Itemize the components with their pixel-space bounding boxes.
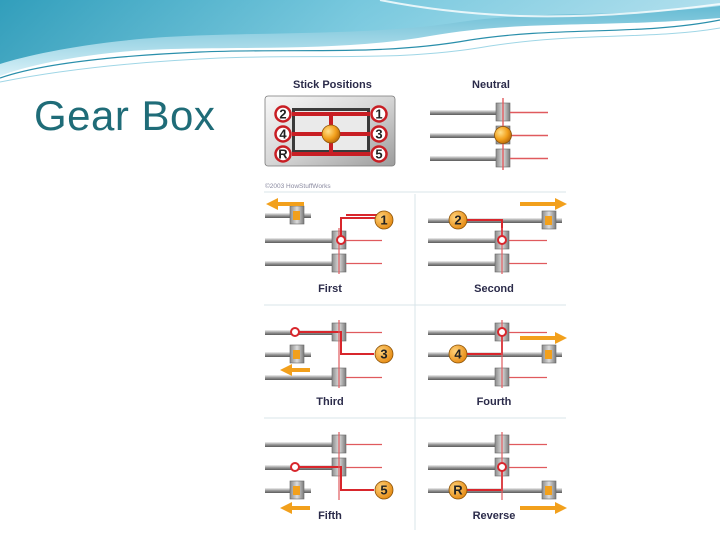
gear-marker-label: 3: [375, 127, 382, 142]
gear-indicator-label: 4: [454, 347, 462, 362]
shift-rod: [265, 442, 345, 447]
engaged-collar: [293, 486, 300, 495]
direction-arrow: [266, 198, 304, 210]
shift-rod: [430, 133, 510, 138]
engaged-collar: [293, 211, 300, 220]
gear-marker-label: 5: [375, 147, 382, 162]
direction-arrow: [280, 502, 310, 514]
second-gear-panel: 2 Second: [428, 198, 567, 295]
copyright-text: ©2003 HowStuffWorks: [265, 182, 331, 190]
engaged-collar: [545, 350, 552, 359]
panel-label-first: First: [318, 283, 342, 295]
stick-panel-title: Stick Positions: [293, 79, 372, 91]
selector-pin: [290, 327, 300, 337]
shift-rod: [428, 261, 508, 266]
gear-marker-r: [274, 145, 292, 163]
gearbox-diagram: Stick Positions 2 1 4 3 R: [262, 74, 568, 532]
engaged-collar: [293, 350, 300, 359]
selector-pin: [497, 327, 507, 337]
selector-pin: [290, 462, 300, 472]
gear-indicator-3: [374, 344, 394, 364]
shift-rod: [428, 465, 508, 470]
shift-rod: [428, 330, 508, 335]
panel-label-second: Second: [474, 283, 514, 295]
third-gear-panel: 3 Third: [265, 320, 394, 408]
gear-marker-5: [370, 145, 388, 163]
gear-marker-1: [370, 105, 388, 123]
gear-marker-label: 1: [375, 107, 382, 122]
shift-rod: [430, 110, 510, 115]
reverse-gear-panel: R Reverse: [428, 432, 567, 522]
gear-indicator-label: 3: [380, 347, 387, 362]
gear-marker-2: [274, 105, 292, 123]
direction-arrow: [520, 502, 567, 514]
gear-marker-3: [370, 125, 388, 143]
engaged-collar: [545, 486, 552, 495]
gear-indicator-1: [374, 210, 394, 230]
shift-rod: [265, 213, 311, 218]
shift-rod: [265, 488, 311, 493]
header-wave: [0, 0, 720, 83]
shift-knob: [321, 124, 341, 144]
shift-rod: [265, 261, 345, 266]
first-gear-panel: 1 First: [265, 198, 394, 295]
gear-marker-label: R: [278, 147, 288, 162]
panel-label-fourth: Fourth: [477, 396, 512, 408]
shift-rod: [428, 375, 508, 380]
gear-indicator-4: [448, 344, 468, 364]
shift-rod: [430, 156, 510, 161]
fourth-gear-panel: 4 Fourth: [428, 320, 567, 408]
gear-marker-label: 4: [279, 127, 287, 142]
shift-rod: [428, 238, 508, 243]
gear-marker-4: [274, 125, 292, 143]
slide-title: Gear Box: [34, 92, 216, 139]
fifth-gear-panel: 5 Fifth: [265, 432, 394, 522]
gear-indicator-2: [448, 210, 468, 230]
engaged-collar: [545, 216, 552, 225]
direction-arrow: [520, 198, 567, 210]
panel-label-fifth: Fifth: [318, 510, 342, 522]
selector-pin: [497, 235, 507, 245]
direction-arrow: [280, 364, 310, 376]
shift-rod: [265, 352, 311, 357]
gear-markers: 2 1 4 3 R 5: [274, 105, 388, 163]
shift-rod: [428, 442, 508, 447]
stick-positions-panel: Stick Positions 2 1 4 3 R: [264, 79, 396, 190]
panel-label-reverse: Reverse: [473, 510, 516, 522]
direction-arrow: [520, 332, 567, 344]
gear-indicator-label: 1: [380, 213, 387, 228]
selector-ball: [494, 126, 512, 144]
gear-indicator-label: R: [453, 483, 463, 498]
gear-indicator-r: [448, 480, 468, 500]
selector-pin: [497, 462, 507, 472]
panel-label-neutral: Neutral: [472, 79, 510, 91]
shift-rod: [265, 238, 345, 243]
panel-label-third: Third: [316, 396, 344, 408]
gear-indicator-label: 5: [380, 483, 387, 498]
gear-marker-label: 2: [279, 107, 286, 122]
selector-pin: [336, 235, 346, 245]
neutral-panel: Neutral: [430, 79, 548, 170]
shift-rod: [265, 375, 345, 380]
gear-indicator-5: [374, 480, 394, 500]
gear-indicator-label: 2: [454, 213, 461, 228]
